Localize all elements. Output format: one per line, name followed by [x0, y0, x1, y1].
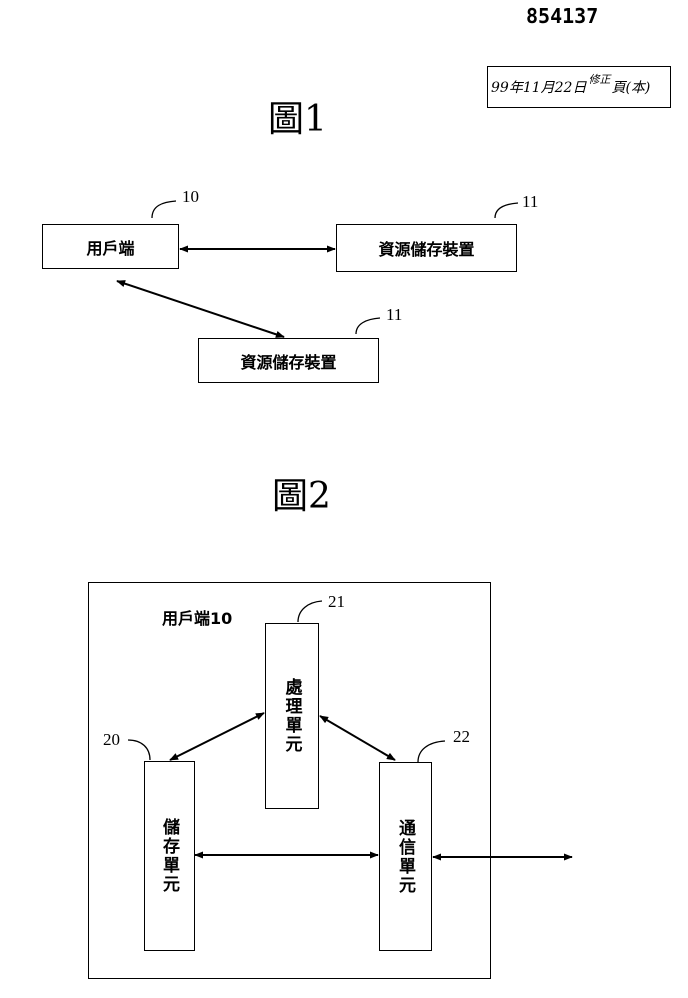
- client-label: 用戶端: [86, 238, 135, 258]
- figure-1-title: 圖1: [268, 99, 327, 140]
- leader-21: [297, 600, 323, 623]
- leader-22: [417, 740, 446, 763]
- resource-storage-box-a: 資源儲存裝置: [336, 224, 517, 272]
- client-outer-label: 用戶端10: [162, 609, 233, 628]
- ref-label-11a: 11: [522, 192, 539, 211]
- ref-label-21: 21: [328, 592, 345, 611]
- communication-unit-label: 通信單元: [395, 818, 415, 895]
- figure-2-title: 圖2: [272, 476, 331, 517]
- resource-storage-box-b: 資源儲存裝置: [198, 338, 379, 383]
- stamp-suffix: 頁(本): [611, 80, 651, 96]
- processing-unit-box: 處理單元: [265, 623, 319, 809]
- processing-unit-label: 處理單元: [281, 678, 302, 754]
- ref-label-22: 22: [453, 727, 470, 746]
- resource-storage-label-b: 資源儲存裝置: [240, 352, 337, 372]
- revision-stamp: 99年11月22日 修正 頁(本): [487, 66, 671, 108]
- arrow-processing-communication: [319, 715, 396, 761]
- stamp-date: 99年11月22日: [491, 80, 587, 96]
- communication-unit-box: 通信單元: [379, 762, 432, 951]
- storage-unit-box: 儲存單元: [144, 761, 195, 951]
- ref-label-11b: 11: [386, 305, 403, 324]
- stamp-note: 修正: [588, 73, 611, 86]
- client-box: 用戶端: [42, 224, 179, 269]
- storage-unit-label: 儲存單元: [159, 818, 179, 894]
- leader-20: [127, 739, 151, 761]
- ref-label-10: 10: [182, 187, 199, 206]
- arrow-storage-processing: [169, 712, 265, 761]
- client-outer-frame: [88, 582, 491, 979]
- arrow-client-storage-b: [116, 280, 285, 338]
- leader-10: [151, 200, 177, 219]
- leader-11b: [355, 317, 381, 335]
- document-number: 854137: [526, 4, 599, 28]
- ref-label-20: 20: [103, 730, 120, 749]
- leader-11a: [494, 202, 519, 219]
- resource-storage-label-a: 資源儲存裝置: [378, 240, 475, 259]
